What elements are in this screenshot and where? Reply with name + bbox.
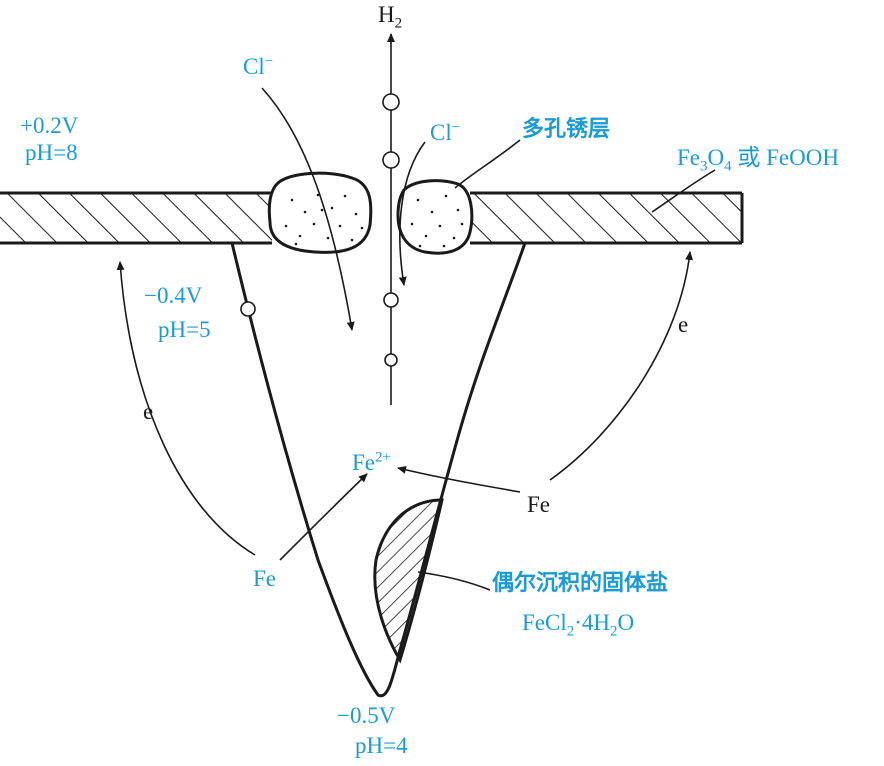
cl-right-label: Cl− [430, 119, 461, 145]
surface-potential-label: +0.2V [20, 113, 79, 138]
pit-outline [230, 242, 527, 698]
porous-rust-caps [267, 171, 474, 255]
metal-layer-left [0, 193, 272, 243]
e-right-label: e [678, 312, 689, 337]
rust-cap-right [396, 179, 474, 255]
porous-rust-label: 多孔锈层 [522, 117, 611, 142]
arrows [116, 87, 716, 591]
mid-ph-label: pH=5 [158, 317, 211, 342]
cl-left-label: Cl− [243, 53, 274, 79]
rust-dots [284, 193, 464, 248]
metal-layer-right [470, 193, 742, 243]
e-left-label: e [143, 399, 154, 424]
solid-salt-deposit [373, 498, 444, 664]
h2-label: H2 [378, 2, 403, 32]
oxide-label: Fe3O4 或 FeOOH [677, 145, 839, 175]
fe2plus-label: Fe2+ [352, 449, 391, 475]
bottom-potential-label: −0.5V [337, 703, 396, 728]
h2-bubble [382, 93, 400, 111]
porous-rust-leader [454, 139, 521, 189]
salt-title-label: 偶尔沉积的固体盐 [492, 571, 669, 596]
oxide-leader [651, 169, 716, 213]
salt-leader [417, 571, 491, 591]
fe-left-arrow [279, 473, 368, 561]
wall-bubble [240, 301, 256, 317]
e-left-arrow [116, 261, 256, 556]
rust-cap-left [267, 171, 373, 254]
h2-bubble [383, 292, 399, 308]
fe-left-label: Fe [253, 566, 276, 591]
cl-right-arrow [398, 141, 426, 286]
mid-potential-label: −0.4V [144, 283, 203, 308]
fe-right-label: Fe [527, 492, 550, 517]
fe-right-arrow [397, 465, 521, 493]
metal-surface-layer [0, 191, 744, 245]
surface-ph-label: pH=8 [25, 140, 78, 165]
h2-bubble-column [240, 33, 400, 405]
e-right-arrow [549, 251, 694, 481]
bottom-ph-label: pH=4 [355, 733, 408, 758]
cl-left-arrow [261, 87, 355, 331]
salt-formula-label: FeCl2·4H2O [522, 610, 635, 640]
h2-bubble [382, 151, 400, 169]
h2-bubble [384, 353, 398, 367]
